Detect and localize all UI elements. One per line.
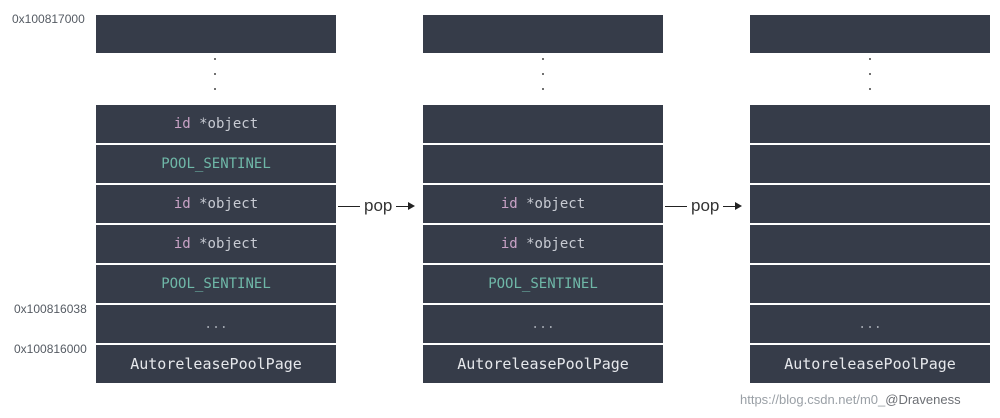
address-base: 0x100816000 [14, 342, 87, 356]
object-cell: id *object [96, 105, 336, 143]
empty-cell [750, 265, 990, 303]
object-type: id [173, 236, 191, 252]
page-header-cell: AutoreleasePoolPage [423, 345, 663, 383]
empty-cell [423, 105, 663, 143]
empty-cell [423, 145, 663, 183]
page-top-block [750, 15, 990, 53]
object-cell: id *object [423, 185, 663, 223]
pop-arrow-1: pop [338, 196, 416, 216]
sentinel-cell: POOL_SENTINEL [96, 145, 336, 183]
object-name: *object [190, 196, 259, 212]
object-type: id [500, 196, 518, 212]
watermark-author: @Draveness [885, 392, 961, 407]
object-name: *object [190, 116, 259, 132]
sentinel-cell: POOL_SENTINEL [96, 265, 336, 303]
watermark: https://blog.csdn.net/m0_@Draveness [740, 392, 961, 407]
address-sentinel: 0x100816038 [14, 302, 87, 316]
arrow-head-icon [735, 202, 743, 210]
object-cell: id *object [96, 185, 336, 223]
arrow-head-icon [408, 202, 416, 210]
vertical-ellipsis-icon [540, 58, 546, 100]
object-type: id [500, 236, 518, 252]
page-top-block [96, 15, 336, 53]
page-column-3: ...AutoreleasePoolPage [750, 0, 990, 418]
object-cell: id *object [96, 225, 336, 263]
page-header-cell: AutoreleasePoolPage [96, 345, 336, 383]
empty-cell [750, 185, 990, 223]
ellipsis-cell: ... [96, 305, 336, 343]
empty-cell [750, 105, 990, 143]
pop-label: pop [691, 196, 720, 215]
page-top-block [423, 15, 663, 53]
pop-arrow-2: pop [665, 196, 743, 216]
vertical-ellipsis-icon [212, 58, 218, 100]
object-name: *object [190, 236, 259, 252]
empty-cell [750, 225, 990, 263]
empty-cell [750, 145, 990, 183]
object-cell: id *object [423, 225, 663, 263]
address-top: 0x100817000 [12, 12, 85, 26]
pop-label: pop [364, 196, 393, 215]
object-type: id [173, 196, 191, 212]
object-type: id [173, 116, 191, 132]
watermark-url: https://blog.csdn.net/m0_ [740, 392, 886, 407]
vertical-ellipsis-icon [867, 58, 873, 100]
object-name: *object [517, 236, 586, 252]
object-name: *object [517, 196, 586, 212]
ellipsis-cell: ... [423, 305, 663, 343]
page-header-cell: AutoreleasePoolPage [750, 345, 990, 383]
ellipsis-cell: ... [750, 305, 990, 343]
sentinel-cell: POOL_SENTINEL [423, 265, 663, 303]
